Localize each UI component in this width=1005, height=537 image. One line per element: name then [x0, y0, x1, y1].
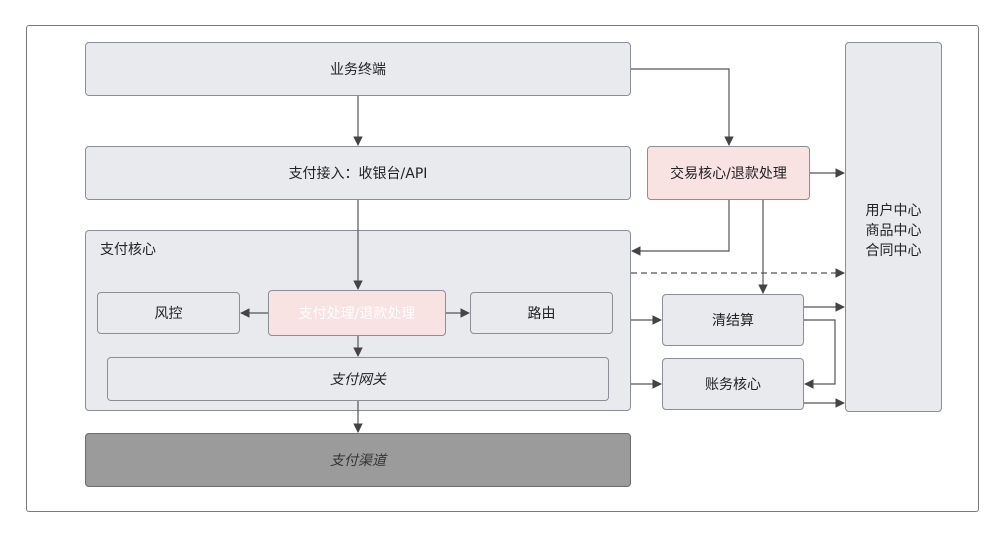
diagram-frame: [26, 25, 979, 512]
payment-process-label: 支付处理/退款处理: [298, 306, 416, 322]
clearing-label: 清结算: [712, 313, 754, 329]
business-terminal-node: 业务终端: [85, 42, 631, 96]
account-core-label: 账务核心: [705, 377, 761, 393]
user-center-label: 用户中心: [865, 203, 922, 219]
routing-node: 路由: [470, 292, 613, 334]
payment-access-label: 支付接入：收银台/API: [288, 166, 428, 182]
centers-node: 用户中心 商品中心 合同中心: [845, 42, 942, 412]
payment-core-title: 支付核心: [100, 242, 156, 258]
payment-gateway-label: 支付网关: [330, 372, 386, 388]
product-center-label: 商品中心: [865, 223, 922, 239]
payment-channel-label: 支付渠道: [330, 453, 386, 469]
risk-control-label: 风控: [154, 306, 183, 322]
contract-center-label: 合同中心: [865, 243, 922, 259]
business-terminal-label: 业务终端: [330, 62, 386, 78]
trade-core-label: 交易核心/退款处理: [670, 166, 787, 182]
risk-control-node: 风控: [97, 292, 240, 334]
payment-process-node: 支付处理/退款处理: [268, 290, 446, 336]
payment-channel-node: 支付渠道: [85, 433, 631, 487]
account-core-node: 账务核心: [662, 358, 804, 410]
payment-gateway-node: 支付网关: [107, 357, 609, 401]
arrow-clearing-to-account: [804, 319, 836, 389]
arrow-trade-to-paycore: [631, 200, 730, 256]
payment-access-node: 支付接入：收银台/API: [85, 146, 631, 200]
clearing-node: 清结算: [662, 294, 804, 346]
trade-core-node: 交易核心/退款处理: [647, 146, 810, 200]
routing-label: 路由: [527, 306, 556, 322]
arrow-terminal-to-trade: [631, 68, 734, 146]
